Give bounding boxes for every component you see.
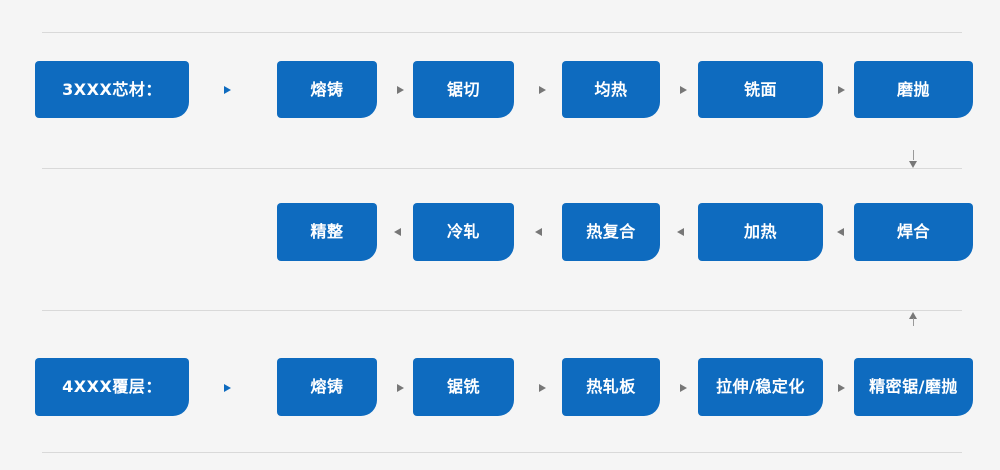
step-label: 熔铸 bbox=[310, 79, 344, 99]
row3-step-2: 锯铣 bbox=[413, 358, 514, 416]
arrow-left-icon bbox=[677, 228, 684, 236]
divider-line bbox=[42, 452, 962, 453]
row2-step-5: 精整 bbox=[277, 203, 377, 261]
arrow-right-icon bbox=[397, 86, 404, 94]
step-label: 热轧板 bbox=[586, 377, 636, 396]
row1-label: 3XXX芯材： bbox=[62, 79, 162, 99]
connector-line bbox=[913, 150, 914, 160]
row2-step-4: 冷轧 bbox=[413, 203, 514, 261]
arrow-right-icon bbox=[680, 384, 687, 392]
row3-step-4: 拉伸/稳定化 bbox=[698, 358, 823, 416]
arrow-left-icon bbox=[394, 228, 401, 236]
divider-line bbox=[42, 168, 962, 169]
connector-line bbox=[913, 318, 914, 326]
step-label: 磨抛 bbox=[896, 79, 930, 99]
row2-step-3: 热复合 bbox=[562, 203, 660, 261]
arrow-right-icon bbox=[397, 384, 404, 392]
arrow-up-icon bbox=[909, 312, 917, 319]
row3-step-5: 精密锯/磨抛 bbox=[854, 358, 973, 416]
row1-step-5: 磨抛 bbox=[854, 61, 973, 118]
step-label: 均热 bbox=[594, 79, 628, 99]
arrow-right-icon bbox=[224, 86, 231, 94]
step-label: 锯铣 bbox=[446, 377, 480, 396]
step-label: 铣面 bbox=[743, 79, 777, 99]
divider-line bbox=[42, 32, 962, 33]
step-label: 冷轧 bbox=[446, 222, 480, 241]
row1-step-1: 熔铸 bbox=[277, 61, 377, 118]
arrow-right-icon bbox=[680, 86, 687, 94]
step-label: 焊合 bbox=[896, 222, 930, 241]
row1-step-4: 铣面 bbox=[698, 61, 823, 118]
step-label: 精密锯/磨抛 bbox=[869, 377, 958, 396]
arrow-right-icon bbox=[539, 384, 546, 392]
row1-step-2: 锯切 bbox=[413, 61, 514, 118]
arrow-right-icon bbox=[539, 86, 546, 94]
arrow-right-icon bbox=[838, 384, 845, 392]
step-label: 加热 bbox=[743, 222, 777, 241]
arrow-down-icon bbox=[909, 161, 917, 168]
row1-step-3: 均热 bbox=[562, 61, 660, 118]
divider-line bbox=[42, 310, 962, 311]
row2-step-1: 焊合 bbox=[854, 203, 973, 261]
step-label: 热复合 bbox=[586, 222, 636, 241]
arrow-right-icon bbox=[224, 384, 231, 392]
row1-label-box: 3XXX芯材： bbox=[35, 61, 189, 118]
arrow-right-icon bbox=[838, 86, 845, 94]
row3-step-3: 热轧板 bbox=[562, 358, 660, 416]
row3-label-box: 4XXX覆层： bbox=[35, 358, 189, 416]
step-label: 锯切 bbox=[446, 79, 480, 99]
step-label: 拉伸/稳定化 bbox=[716, 377, 805, 396]
step-label: 精整 bbox=[310, 222, 344, 241]
arrow-left-icon bbox=[535, 228, 542, 236]
row3-label: 4XXX覆层： bbox=[62, 377, 162, 396]
arrow-left-icon bbox=[837, 228, 844, 236]
row3-step-1: 熔铸 bbox=[277, 358, 377, 416]
step-label: 熔铸 bbox=[310, 377, 344, 396]
row2-step-2: 加热 bbox=[698, 203, 823, 261]
